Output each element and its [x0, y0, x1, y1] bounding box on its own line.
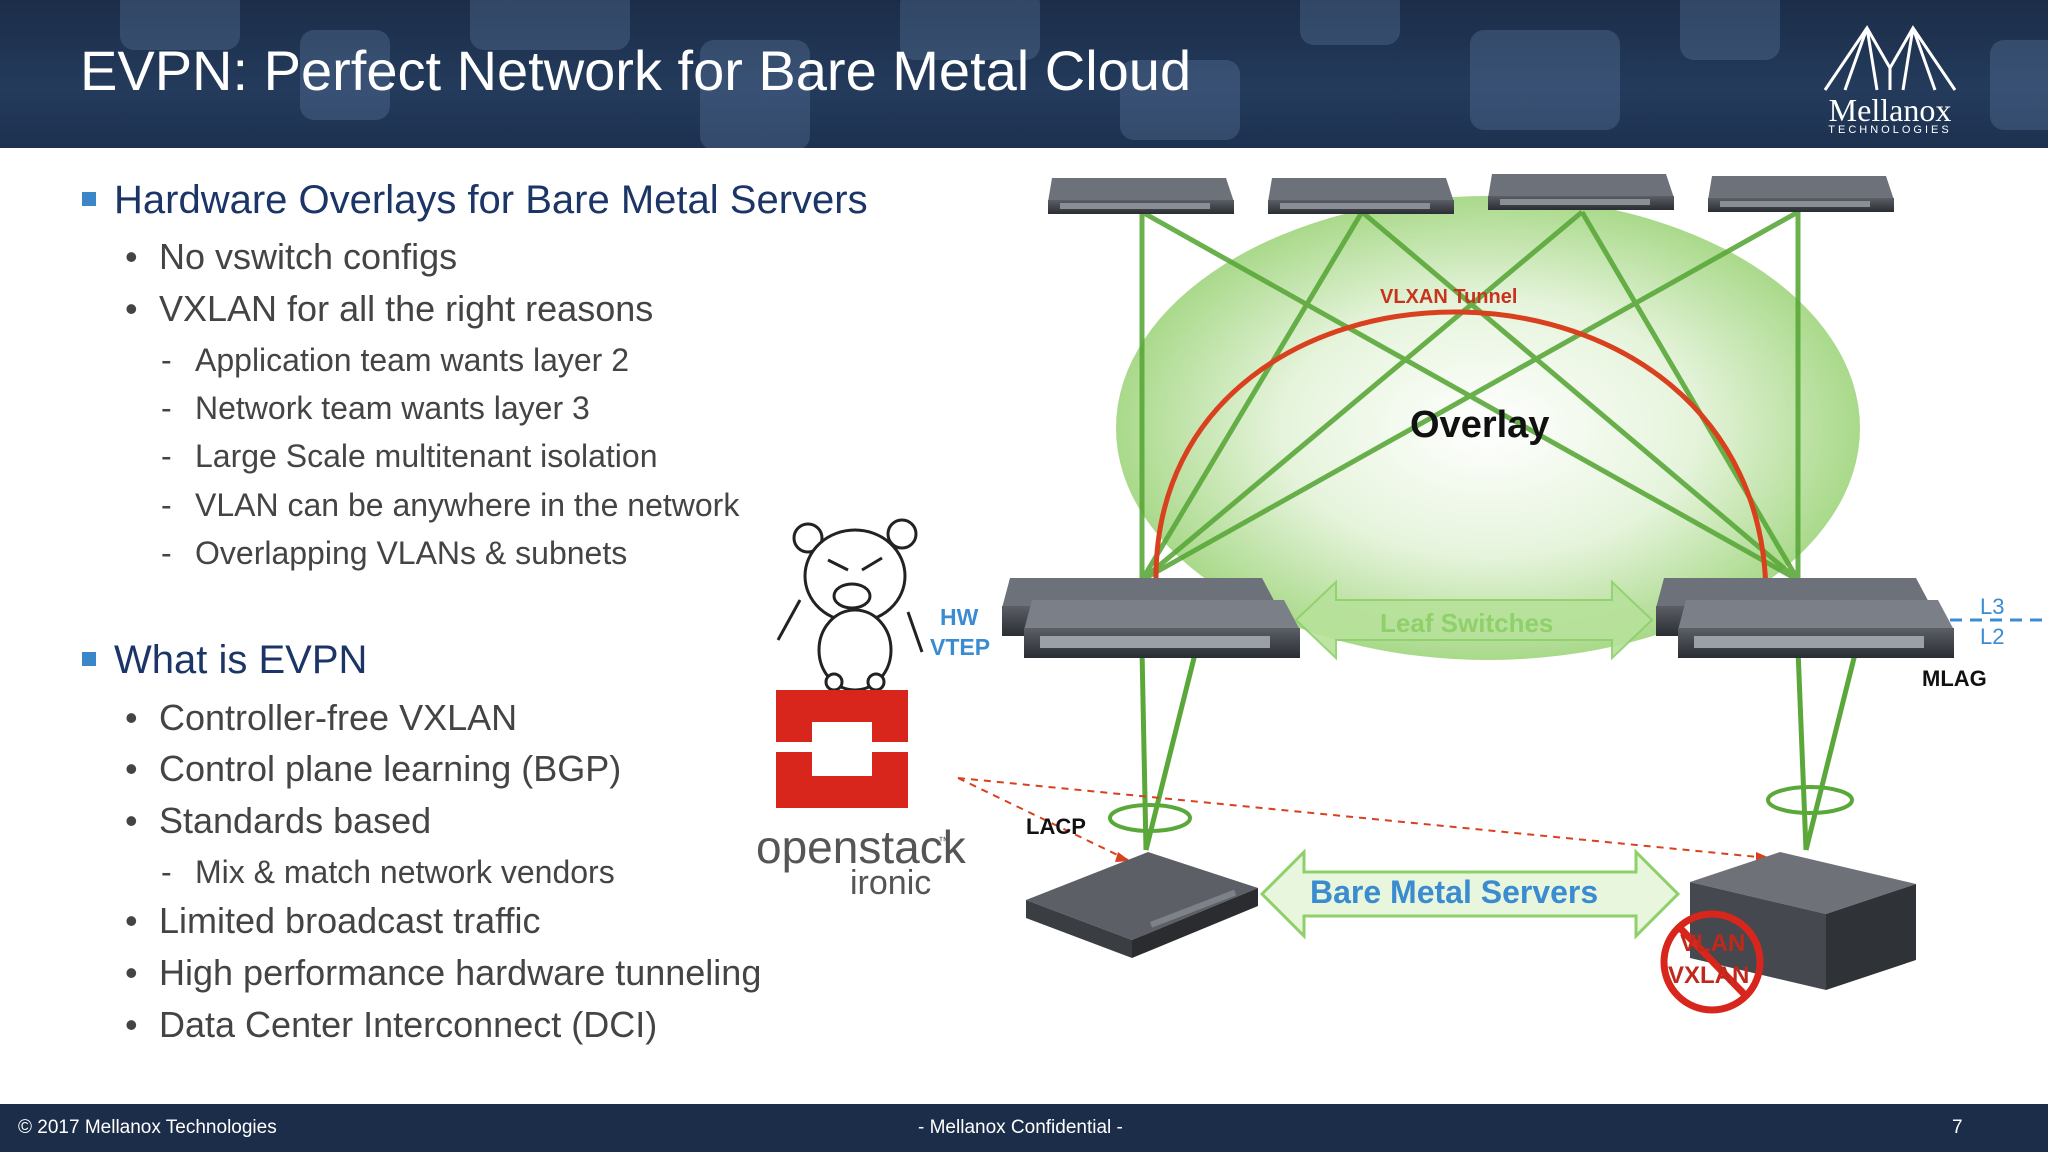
sub-bullet-item: - Application team wants layer 2 — [161, 342, 629, 378]
overlay-label: Overlay — [1410, 404, 1550, 446]
dash-bullet-icon: - — [161, 342, 172, 378]
lacp-bond-ring — [1766, 785, 1854, 815]
sub-bullet-item: - Large Scale multitenant isolation — [161, 438, 658, 474]
dash-bullet-icon: - — [161, 535, 172, 571]
hw-vtep-label: HW — [940, 604, 979, 630]
bare-metal-servers-label: Bare Metal Servers — [1310, 874, 1599, 910]
slide-footer: © 2017 Mellanox Technologies - Mellanox … — [0, 1104, 2048, 1152]
spine-switch — [1708, 176, 1894, 212]
sub-bullet-item: - VLAN can be anywhere in the network — [161, 487, 740, 523]
l3-label: L3 — [1980, 594, 2005, 619]
vxlan-tunnel-arc — [1153, 309, 1769, 599]
spine-leaf-links — [1139, 209, 1801, 583]
round-bullet-icon: • — [125, 900, 138, 941]
openstack-wordmark: openstack — [756, 821, 966, 873]
openstack-trademark: ™ — [938, 834, 950, 848]
ironic-wordmark: ironic — [850, 864, 932, 902]
round-bullet-icon: • — [125, 697, 138, 738]
round-bullet-icon: • — [125, 1004, 138, 1045]
round-bullet-icon: • — [125, 952, 138, 993]
bare-metal-server-left — [1026, 852, 1258, 958]
spine-switch — [1488, 174, 1674, 210]
leaf-switch-pair-right — [1656, 578, 1954, 658]
bear-mascot — [776, 518, 924, 692]
vxlan-tunnel-label: VLXAN Tunnel — [1380, 286, 1518, 308]
leaf-server-links — [1139, 649, 1859, 851]
round-bullet-icon: • — [125, 748, 138, 789]
bare-metal-server-right — [1690, 852, 1916, 990]
dash-bullet-icon: - — [161, 390, 172, 426]
hw-vtep-label-line2: VTEP — [930, 634, 991, 660]
spine-switches — [1048, 174, 1894, 214]
sub-bullet-item: - Network team wants layer 3 — [161, 390, 590, 426]
slide-header: EVPN: Perfect Network for Bare Metal Clo… — [0, 0, 2048, 148]
round-bullet-icon: • — [125, 288, 138, 329]
section-heading-hardware-overlays: Hardware Overlays for Bare Metal Servers — [82, 178, 868, 223]
logo-wordmark: Mellanox — [1828, 92, 1952, 128]
bullet-item: • Controller-free VXLAN — [125, 697, 518, 738]
spine-switch — [1048, 178, 1234, 214]
no-vlan-text: VLAN — [1680, 930, 1746, 957]
footer-confidential: - Mellanox Confidential - — [918, 1117, 1123, 1138]
openstack-logo — [776, 690, 908, 808]
lacp-label: LACP — [1026, 814, 1086, 839]
bullet-item: • Standards based — [125, 800, 432, 841]
square-bullet-icon — [82, 652, 96, 666]
dash-bullet-icon: - — [161, 487, 172, 523]
leaf-switches-arrow — [1294, 579, 1654, 661]
openstack-provision-lines — [957, 777, 1769, 861]
round-bullet-icon: • — [125, 800, 138, 841]
round-bullet-icon: • — [125, 236, 138, 277]
network-diagram — [776, 174, 2048, 1014]
slide-title: EVPN: Perfect Network for Bare Metal Clo… — [80, 39, 1192, 102]
section-heading-what-is-evpn: What is EVPN — [82, 638, 367, 683]
leaf-switch-pair-left — [1002, 578, 1300, 658]
bullet-item: • Control plane learning (BGP) — [125, 748, 622, 789]
square-bullet-icon — [82, 192, 96, 206]
sub-bullet-item: - Mix & match network vendors — [161, 854, 615, 890]
l2-label: L2 — [1980, 624, 2005, 649]
bullet-item: • No vswitch configs — [125, 236, 458, 277]
logo-subtitle: TECHNOLOGIES — [1828, 124, 1952, 136]
bare-metal-servers-arrow — [1259, 848, 1681, 940]
dash-bullet-icon: - — [161, 438, 172, 474]
footer-copyright: © 2017 Mellanox Technologies — [18, 1117, 277, 1138]
sub-bullet-item: - Overlapping VLANs & subnets — [161, 535, 628, 571]
dash-bullet-icon: - — [161, 854, 172, 890]
no-vxlan-text: VXLAN — [1668, 962, 1750, 989]
spine-switch — [1268, 178, 1454, 214]
no-vlan-vxlan-sign — [1660, 910, 1764, 1014]
mlag-label: MLAG — [1922, 666, 1987, 691]
lacp-bond-ring — [1108, 803, 1192, 833]
mellanox-logo: Mellanox TECHNOLOGIES — [1815, 20, 1965, 140]
bullet-item: • Data Center Interconnect (DCI) — [125, 1004, 658, 1045]
bullet-item: • VXLAN for all the right reasons — [125, 288, 654, 329]
leaf-switches-label: Leaf Switches — [1380, 608, 1554, 638]
footer-page-number: 7 — [1952, 1117, 1963, 1138]
bullet-item: • High performance hardware tunneling — [125, 952, 762, 993]
bullet-item: • Limited broadcast traffic — [125, 900, 541, 941]
